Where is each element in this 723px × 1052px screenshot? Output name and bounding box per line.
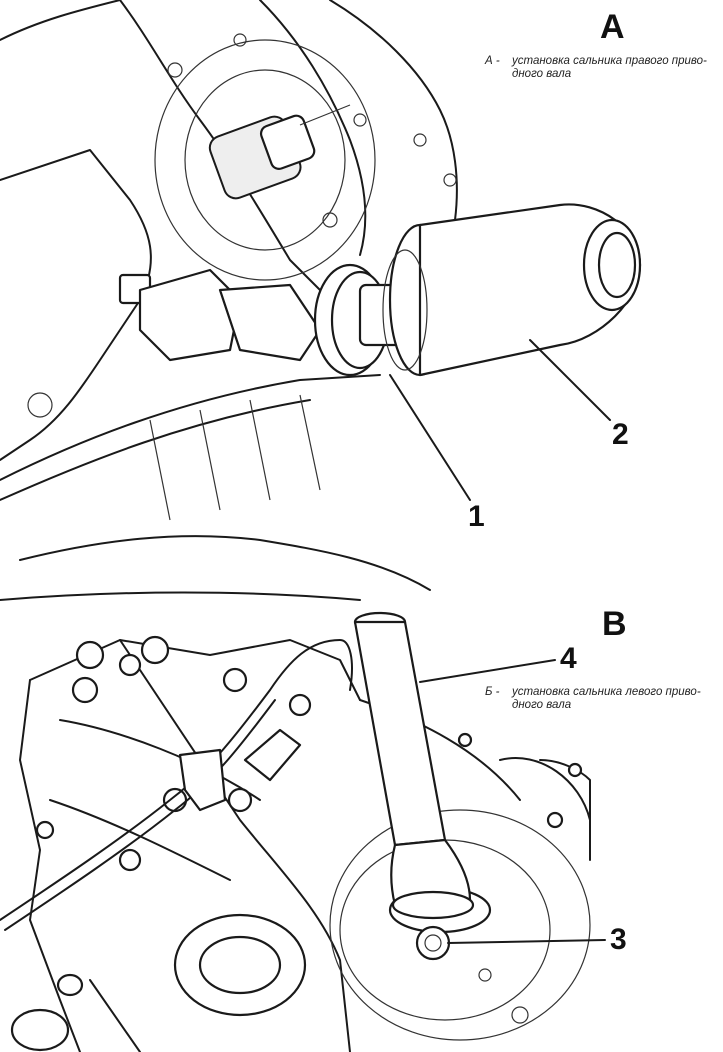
callout-4: 4 [560,642,577,675]
panel-a-drawing [0,0,642,601]
panel-a-caption-line-1: установка сальника правого приво- [512,55,707,67]
panel-b-caption-line-1: установка сальника левого приво- [512,686,701,698]
panel-b-caption: Б - установка сальника левого приво- дно… [485,686,721,716]
panel-b-caption-line-2: дного вала [512,699,572,711]
callout-2: 2 [612,418,629,451]
panel-b-drawing [0,611,606,1052]
panel-a-letter: A [600,8,625,46]
callout-1: 1 [468,500,485,533]
callout-3: 3 [610,923,627,956]
panel-b-letter: B [602,605,627,643]
panel-a-caption-label: А - [485,55,500,67]
panel-a-caption: А - установка сальника правого приво- дн… [485,55,721,85]
panel-b-caption-label: Б - [485,686,500,698]
panel-a-caption-line-2: дного вала [512,68,572,80]
